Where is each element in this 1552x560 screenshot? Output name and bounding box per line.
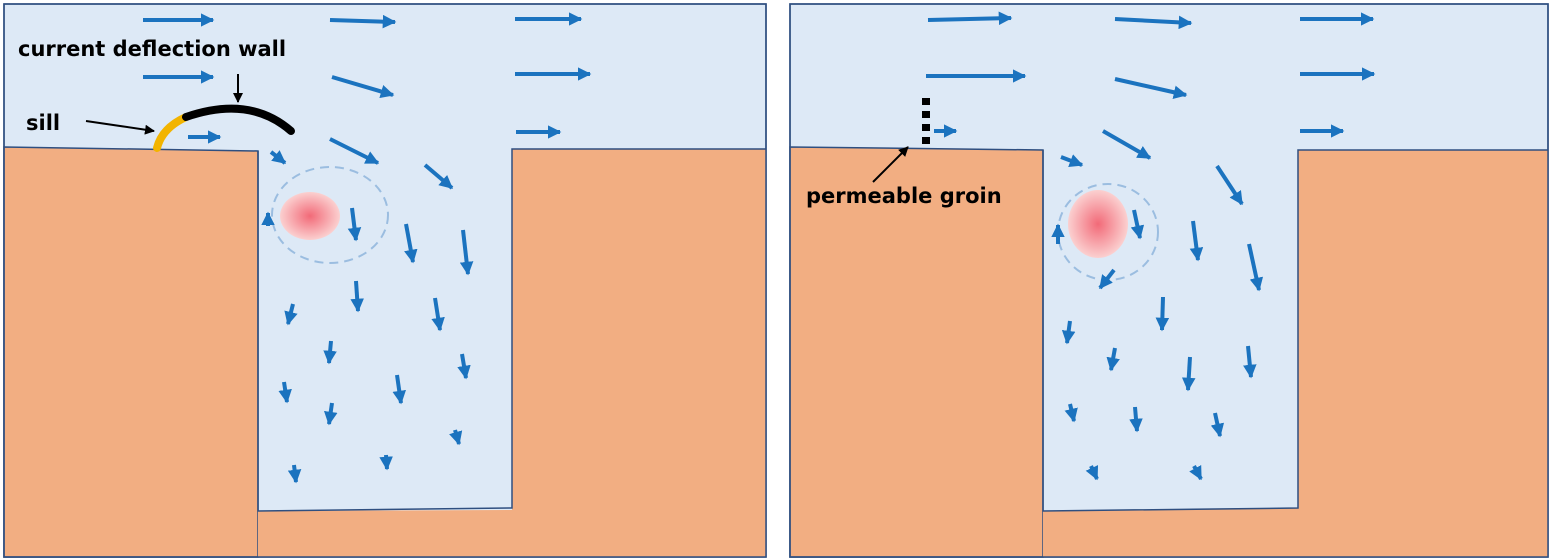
flow-arrow-icon — [1247, 243, 1264, 292]
flow-arrow-icon — [331, 75, 395, 99]
right-panel: permeable groin — [789, 3, 1549, 558]
flow-arrow-icon — [1114, 77, 1188, 99]
right-land-right — [1043, 150, 1548, 557]
flow-arrow-icon — [1085, 465, 1099, 481]
flow-arrow-icon — [459, 229, 474, 276]
flow-arrow-icon — [1061, 320, 1076, 345]
flow-arrow-icon — [927, 11, 1013, 26]
flow-arrow-icon — [1114, 15, 1193, 30]
left-land-left — [3, 146, 259, 558]
left-eddy-icon — [280, 192, 340, 240]
current-deflection-wall-icon — [182, 104, 295, 135]
groin-pointer-arrow — [872, 146, 909, 183]
flow-arrow-icon — [1189, 220, 1204, 262]
flow-arrow-icon — [329, 14, 397, 29]
flow-arrow-icon — [350, 280, 364, 313]
flow-arrow-icon — [1064, 403, 1078, 423]
left-flow-arrows — [143, 12, 592, 484]
sill-label: sill — [26, 111, 60, 135]
flow-arrow-icon — [1130, 209, 1145, 240]
flow-arrow-icon — [404, 223, 418, 264]
right-eddy-icon — [1068, 190, 1128, 258]
left-panel: current deflection wall sill — [3, 3, 767, 558]
sill-icon — [153, 113, 190, 152]
right-flow-arrows — [926, 11, 1376, 481]
flow-arrow-icon — [278, 381, 292, 404]
flow-arrow-icon — [1210, 412, 1225, 438]
flow-arrow-icon — [1155, 296, 1170, 332]
flow-arrow-icon — [1060, 154, 1084, 167]
flow-arrow-icon — [1098, 268, 1116, 290]
left-panel-border — [3, 3, 767, 558]
flow-arrow-icon — [287, 464, 302, 484]
left-harbor-outline — [257, 148, 766, 512]
flow-arrow-icon — [329, 137, 380, 165]
flow-arrow-icon — [1129, 406, 1143, 433]
flow-arrow-icon — [392, 374, 407, 405]
right-land-left — [789, 146, 1044, 558]
right-harbor-outline — [1042, 149, 1548, 512]
flow-arrow-icon — [269, 150, 287, 165]
flow-arrow-icon — [1102, 129, 1152, 160]
flow-arrow-icon — [1181, 356, 1196, 392]
flow-arrow-icon — [1215, 164, 1244, 206]
flow-arrow-icon — [1106, 347, 1120, 372]
flow-arrow-icon — [431, 297, 445, 332]
flow-arrow-icon — [323, 340, 337, 365]
flow-arrow-icon — [1243, 345, 1257, 379]
flow-arrow-icon — [347, 207, 362, 242]
flow-arrow-icon — [457, 353, 471, 380]
current-deflection-wall-label: current deflection wall — [18, 37, 286, 61]
flow-arrow-icon — [379, 454, 393, 471]
flow-arrow-icon — [449, 429, 463, 446]
sill-pointer-arrow — [85, 120, 155, 135]
flow-arrow-icon — [323, 402, 338, 426]
permeable-groin-label: permeable groin — [806, 184, 1002, 208]
flow-arrow-icon — [284, 303, 298, 326]
right-panel-border — [789, 3, 1549, 558]
flow-arrow-icon — [423, 163, 454, 190]
flow-arrow-icon — [1189, 464, 1203, 481]
